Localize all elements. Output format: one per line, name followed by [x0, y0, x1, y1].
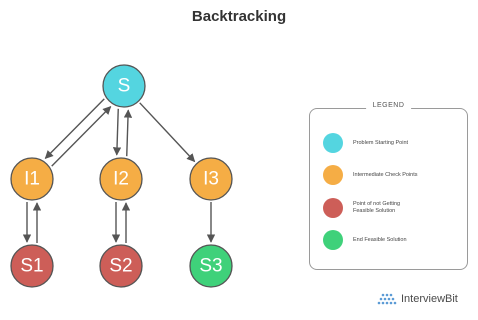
legend-label: Point of not Getting Feasible Solution [353, 201, 401, 214]
node-circle [10, 157, 54, 201]
orange-circle-icon [323, 165, 343, 185]
node-label: S1 [20, 256, 43, 277]
node-label: S [118, 76, 131, 97]
node-I3: I3 [189, 157, 233, 201]
edge-arrow-S-I1 [44, 98, 105, 160]
node-S3: S3 [189, 244, 233, 288]
node-circle [189, 157, 233, 201]
brand-logo: InterviewBit [376, 292, 458, 306]
node-circle [99, 157, 143, 201]
node-circle [189, 244, 233, 288]
edge-arrow-S-I3 [139, 102, 196, 163]
node-label: S3 [199, 256, 222, 277]
node-label: I3 [203, 169, 219, 190]
edge-arrow-I2-S [123, 109, 133, 157]
node-circle [102, 64, 146, 108]
node-label: S2 [109, 256, 132, 277]
edge-arrow-I1-S [51, 105, 112, 167]
cyan-circle-icon [323, 133, 343, 153]
node-circle [99, 244, 143, 288]
legend-item-not-feasible: Point of not Getting Feasible Solution [323, 198, 413, 218]
node-I2: I2 [99, 157, 143, 201]
node-S: S [102, 64, 146, 108]
legend-label: End Feasible Solution [353, 236, 407, 243]
node-label: I1 [24, 169, 40, 190]
legend-item-start: Problem Starting Point [323, 133, 443, 153]
interviewbit-logo-icon [377, 293, 397, 305]
green-circle-icon [323, 230, 343, 250]
brand-name: InterviewBit [401, 293, 458, 305]
node-label: I2 [113, 169, 129, 190]
edge-arrow-S-I2 [112, 108, 122, 156]
red-circle-icon [323, 198, 343, 218]
node-S2: S2 [99, 244, 143, 288]
legend-label: Intermediate Check Points [353, 171, 418, 178]
node-S1: S1 [10, 244, 54, 288]
legend-box: LEGEND Problem Starting Point Intermedia… [309, 102, 468, 270]
legend-title: LEGEND [365, 102, 412, 109]
node-I1: I1 [10, 157, 54, 201]
diagram-title: Backtracking [191, 8, 287, 25]
node-circle [10, 244, 54, 288]
legend-item-feasible: End Feasible Solution [323, 230, 443, 250]
legend-item-intermediate: Intermediate Check Points [323, 165, 443, 185]
legend-label: Problem Starting Point [353, 139, 409, 146]
